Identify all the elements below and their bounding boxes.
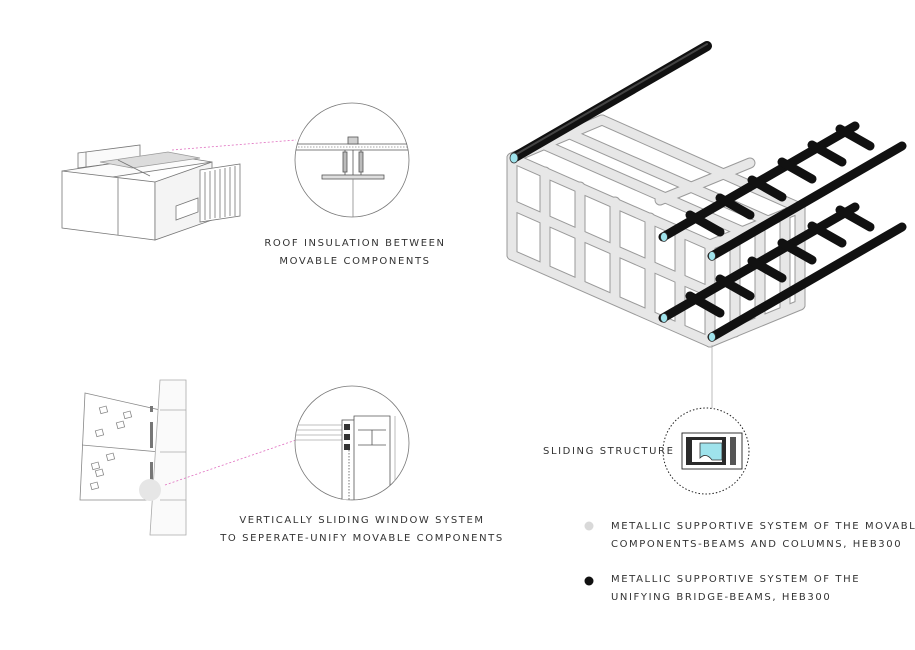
callout-line-roof: [171, 139, 297, 151]
legend-dot-dark: [584, 576, 594, 586]
legend-light-line2: COMPONENTS-BEAMS AND COLUMNS, HEB300: [611, 539, 903, 550]
legend-item-light: METALLIC SUPPORTIVE SYSTEM OF THE MOVABL…: [611, 518, 915, 554]
legend-dark-line1: METALLIC SUPPORTIVE SYSTEM OF THE: [611, 574, 861, 585]
caption-roof-insulation: ROOF INSULATION BETWEEN MOVABLE COMPONEN…: [255, 235, 455, 271]
caption-roof-line1: ROOF INSULATION BETWEEN: [264, 238, 446, 249]
caption-window-line1: VERTICALLY SLIDING WINDOW SYSTEM: [239, 515, 485, 526]
sliding-detail-circle: [662, 407, 750, 495]
roof-detail-circle: [294, 102, 410, 218]
legend-dark-line2: UNIFYING BRIDGE-BEAMS, HEB300: [611, 592, 832, 603]
legend-dot-light: [584, 521, 594, 531]
caption-sliding-structure: SLIDING STRUCTURE: [543, 446, 675, 457]
roof-module-sketch: [61, 144, 241, 241]
legend-item-dark: METALLIC SUPPORTIVE SYSTEM OF THE UNIFYI…: [611, 571, 860, 607]
callout-line-window: [164, 439, 297, 486]
window-module-sketch: [79, 379, 187, 536]
caption-sliding-window: VERTICALLY SLIDING WINDOW SYSTEM TO SEPE…: [212, 512, 512, 548]
window-detail-circle: [294, 385, 410, 501]
caption-window-line2: TO SEPERATE-UNIFY MOVABLE COMPONENTS: [220, 533, 504, 544]
caption-roof-line2: MOVABLE COMPONENTS: [279, 256, 431, 267]
main-frame-axonometric: [506, 41, 907, 348]
legend-light-line1: METALLIC SUPPORTIVE SYSTEM OF THE MOVABL…: [611, 521, 915, 532]
